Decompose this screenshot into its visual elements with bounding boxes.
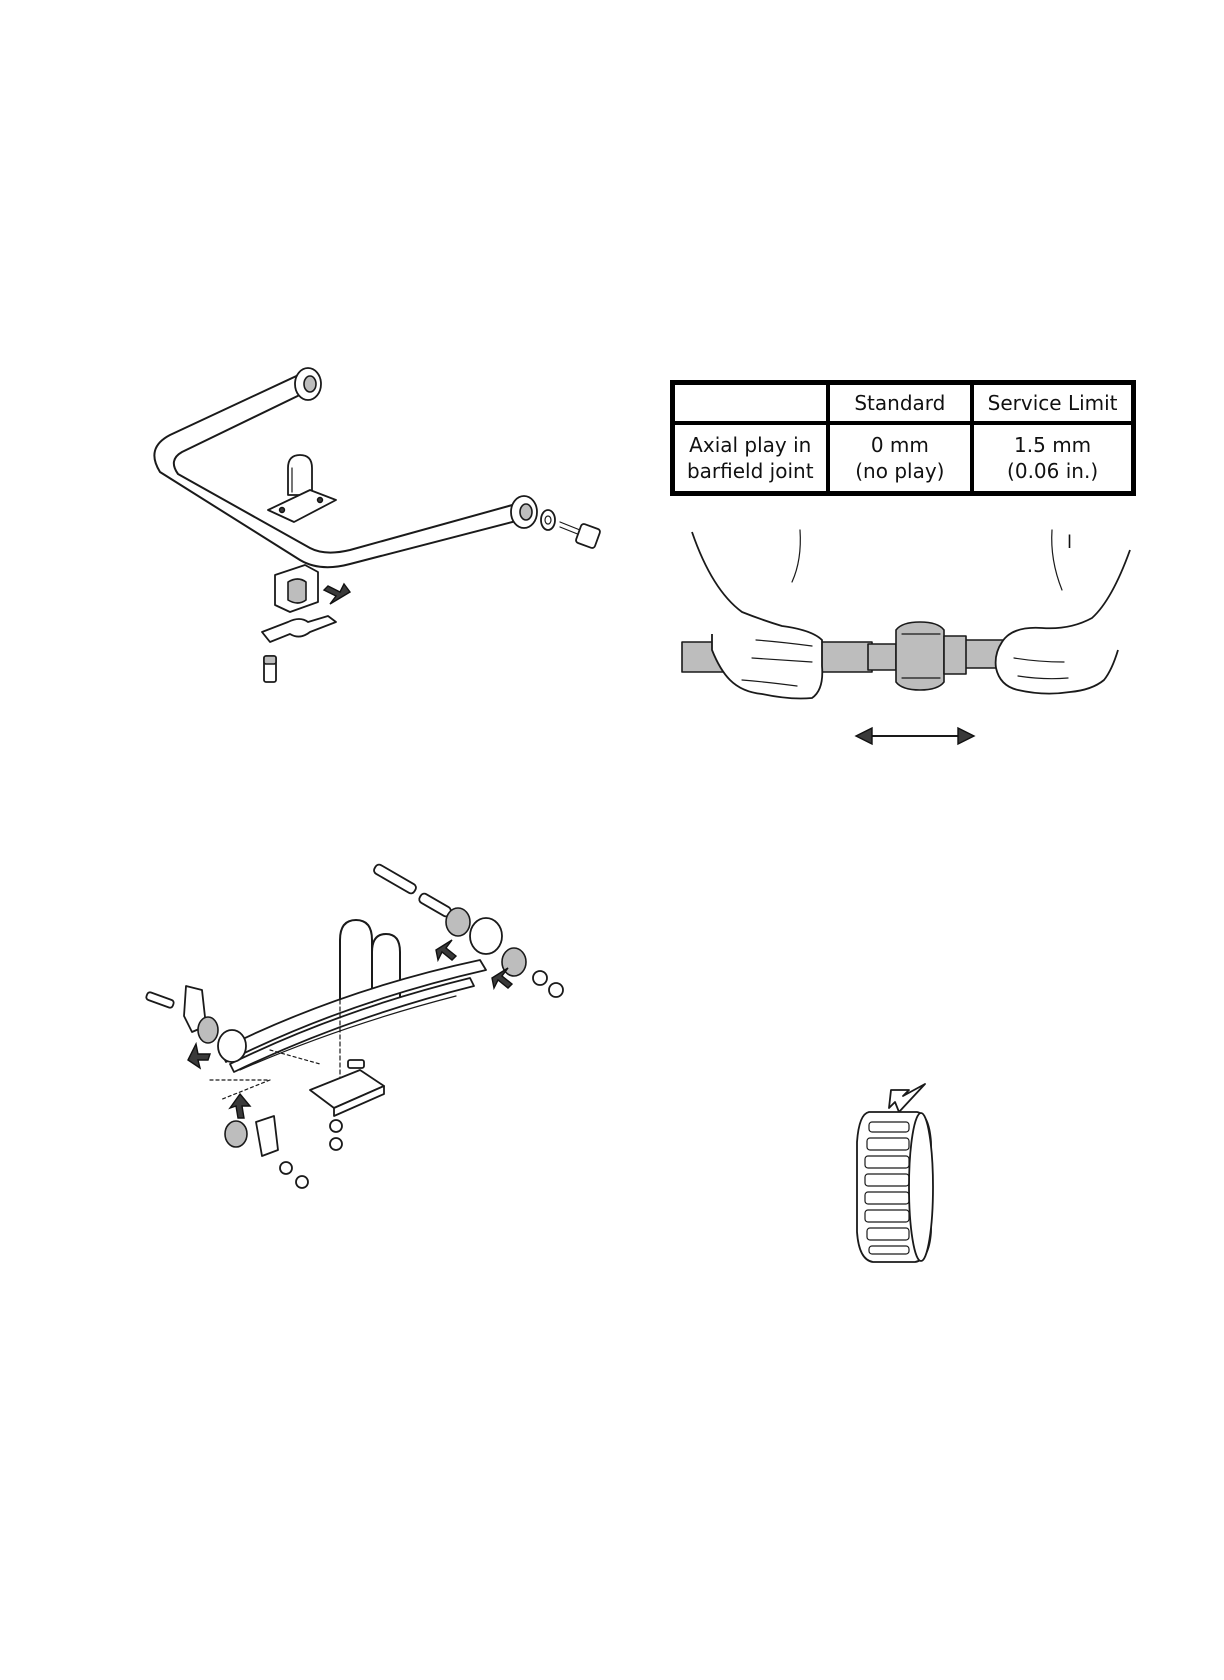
- leaf-spring-figure: [140, 850, 580, 1230]
- stray-mark-text: l: [1067, 532, 1072, 553]
- axial-play-check-figure: l: [672, 530, 1142, 750]
- bushing-icon: [855, 1082, 945, 1282]
- bushing-figure: [855, 1082, 945, 1282]
- spec-table-standard-cell: 0 mm (no play): [828, 423, 973, 494]
- spec-table-item-cell: Axial play in barfield joint: [673, 423, 828, 494]
- spec-table-header-standard: Standard: [828, 383, 973, 424]
- spec-limit-line-2: (0.06 in.): [974, 458, 1131, 484]
- hands-checking-joint-icon: l: [672, 530, 1142, 750]
- leaf-spring-exploded-icon: [140, 850, 580, 1230]
- spec-standard-line-1: 0 mm: [830, 432, 971, 458]
- spec-limit-line-1: 1.5 mm: [974, 432, 1131, 458]
- spec-table-row: Axial play in barfield joint 0 mm (no pl…: [673, 423, 1134, 494]
- spec-table-header-service-limit: Service Limit: [972, 383, 1133, 424]
- spec-table-service-limit-cell: 1.5 mm (0.06 in.): [972, 423, 1133, 494]
- spec-table-header-blank: [673, 383, 828, 424]
- stabilizer-bar-exploded-icon: [140, 360, 610, 690]
- axial-play-spec-table: Standard Service Limit Axial play in bar…: [670, 380, 1136, 496]
- spec-item-line-1: Axial play in: [675, 432, 826, 458]
- spec-standard-line-2: (no play): [830, 458, 971, 484]
- spec-item-line-2: barfield joint: [675, 458, 826, 484]
- spec-table-header-row: Standard Service Limit: [673, 383, 1134, 424]
- stabilizer-bar-figure: [140, 360, 610, 690]
